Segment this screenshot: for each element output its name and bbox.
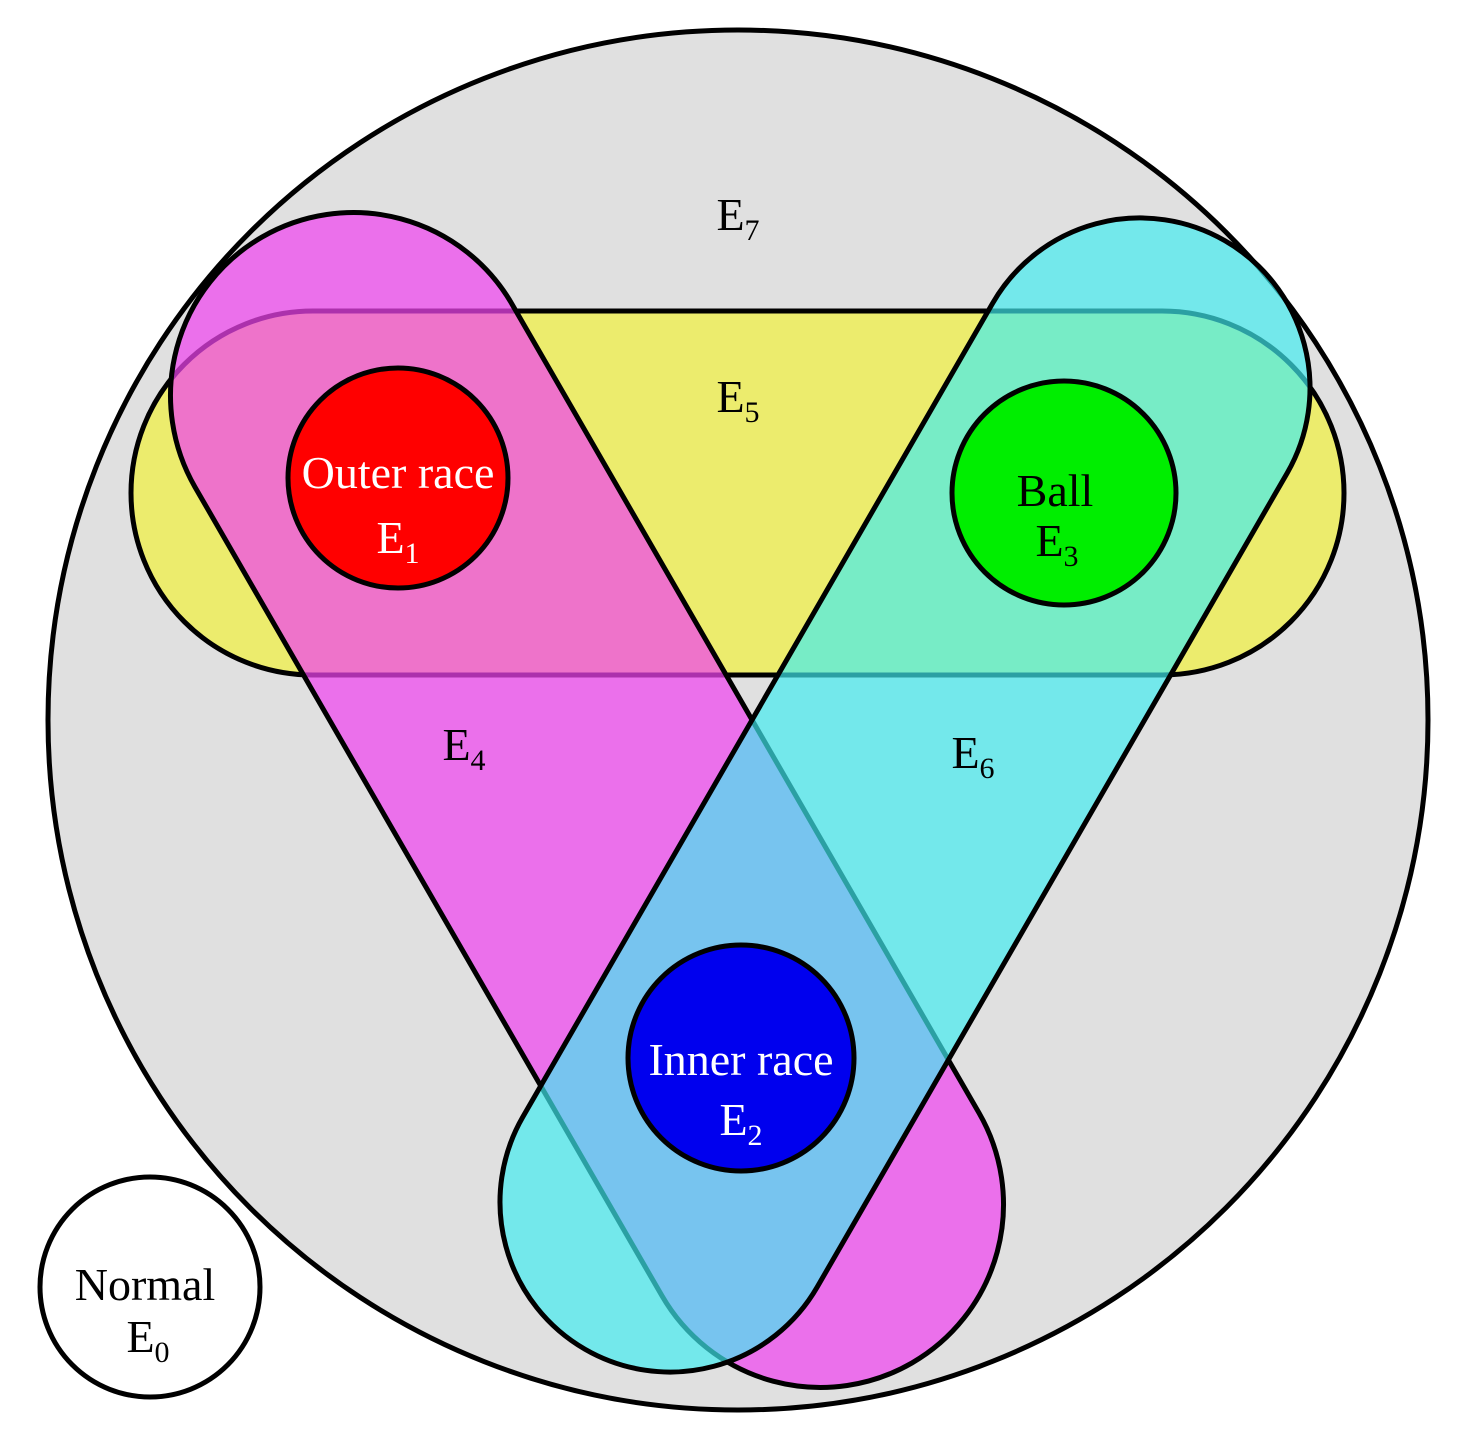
normal-circle (37, 1174, 263, 1400)
inner-race-name: Inner race (648, 1034, 833, 1085)
e5-label: E5 (716, 371, 759, 429)
ball-name: Ball (1017, 465, 1094, 516)
normal-code: E0 (126, 1311, 169, 1369)
ball-code: E3 (1035, 515, 1078, 573)
outer-race-circle (285, 365, 511, 591)
outer-race-name: Outer race (302, 447, 495, 498)
outer-race-code: E1 (376, 512, 419, 570)
e6-label: E6 (951, 727, 994, 785)
inner-race-code: E2 (719, 1094, 762, 1152)
e7-label: E7 (716, 189, 759, 247)
e4-label: E4 (442, 719, 485, 777)
ball-circle (949, 378, 1179, 608)
normal-name: Normal (75, 1259, 216, 1310)
inner-race-circle (625, 942, 857, 1174)
